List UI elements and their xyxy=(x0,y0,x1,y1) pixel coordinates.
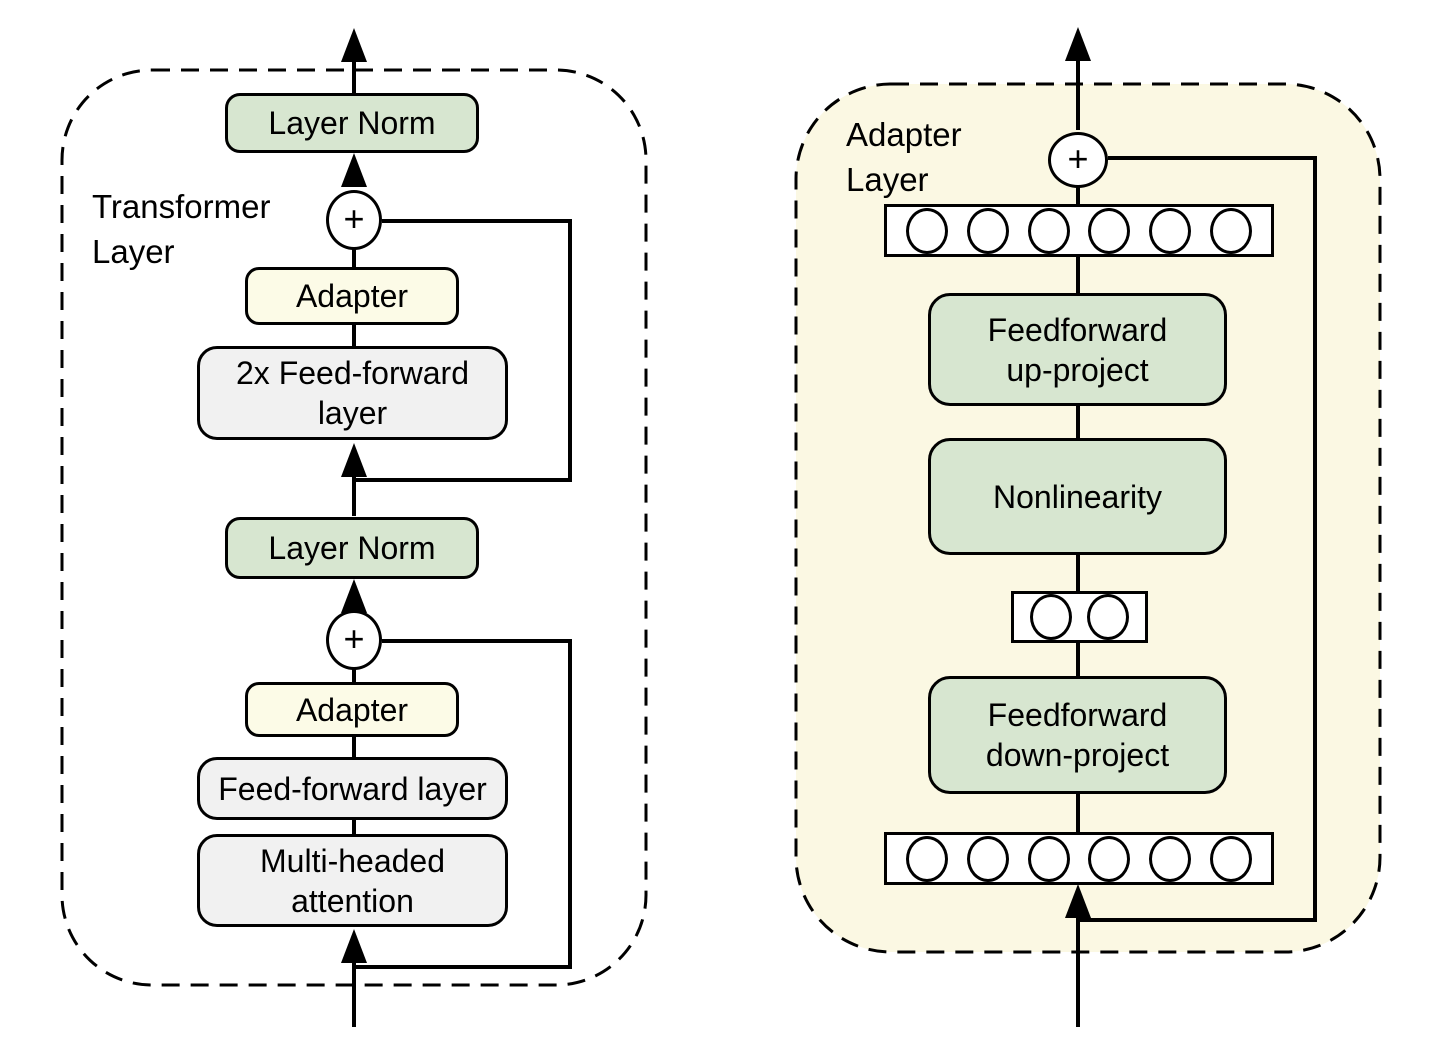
adapter-residual-add-circle: + xyxy=(1048,132,1108,188)
feature-unit-circle xyxy=(1027,835,1070,882)
left-bottom-skip-connection xyxy=(356,639,572,969)
right-input-arrowhead-icon xyxy=(1065,884,1091,918)
residual-add-bottom-circle: + xyxy=(326,610,382,670)
adapter-bottom-box: Adapter xyxy=(245,682,459,737)
top-feature-vector-row xyxy=(884,204,1274,257)
bottleneck-feature-vector-row xyxy=(1011,591,1148,643)
feed-forward-2x-box: 2x Feed-forward layer xyxy=(197,346,508,440)
left-output-arrowhead-icon xyxy=(341,28,367,62)
left-input-arrowhead-icon xyxy=(341,929,367,963)
feature-unit-circle xyxy=(1149,207,1192,254)
feedforward-down-project-box: Feedforward down-project xyxy=(928,676,1227,794)
left-arrow-into-top-layernorm-icon xyxy=(341,153,367,187)
right-output-arrowhead-icon xyxy=(1065,27,1091,61)
feature-unit-circle xyxy=(905,835,948,882)
feature-unit-circle xyxy=(1088,835,1131,882)
multi-headed-attention-box: Multi-headed attention xyxy=(197,834,508,927)
feature-unit-circle xyxy=(1210,835,1253,882)
feature-unit-circle xyxy=(966,835,1009,882)
nonlinearity-box: Nonlinearity xyxy=(928,438,1227,555)
bottom-feature-vector-row xyxy=(884,832,1274,885)
transformer-layer-label: Transformer Layer xyxy=(92,188,271,270)
feature-unit-circle xyxy=(1029,594,1072,640)
feed-forward-layer-box: Feed-forward layer xyxy=(197,757,508,820)
feature-unit-circle xyxy=(1087,594,1130,640)
feature-unit-circle xyxy=(1149,835,1192,882)
left-arrow-into-mid-layernorm-icon xyxy=(341,579,367,613)
feature-unit-circle xyxy=(905,207,948,254)
feature-unit-circle xyxy=(1027,207,1070,254)
layer-norm-top-box: Layer Norm xyxy=(225,93,479,153)
left-arrow-into-ff2x-icon xyxy=(341,443,367,477)
feature-unit-circle xyxy=(1210,207,1253,254)
feedforward-up-project-box: Feedforward up-project xyxy=(928,293,1227,406)
residual-add-top-circle: + xyxy=(326,190,382,250)
adapter-top-box: Adapter xyxy=(245,267,459,325)
right-skip-connection xyxy=(1080,156,1317,922)
transformer-layer-dashed-container xyxy=(60,68,648,987)
layer-norm-mid-box: Layer Norm xyxy=(225,517,479,579)
left-top-skip-connection xyxy=(356,219,572,482)
feature-unit-circle xyxy=(1088,207,1131,254)
adapter-layer-label: Adapter Layer xyxy=(846,116,962,198)
feature-unit-circle xyxy=(966,207,1009,254)
